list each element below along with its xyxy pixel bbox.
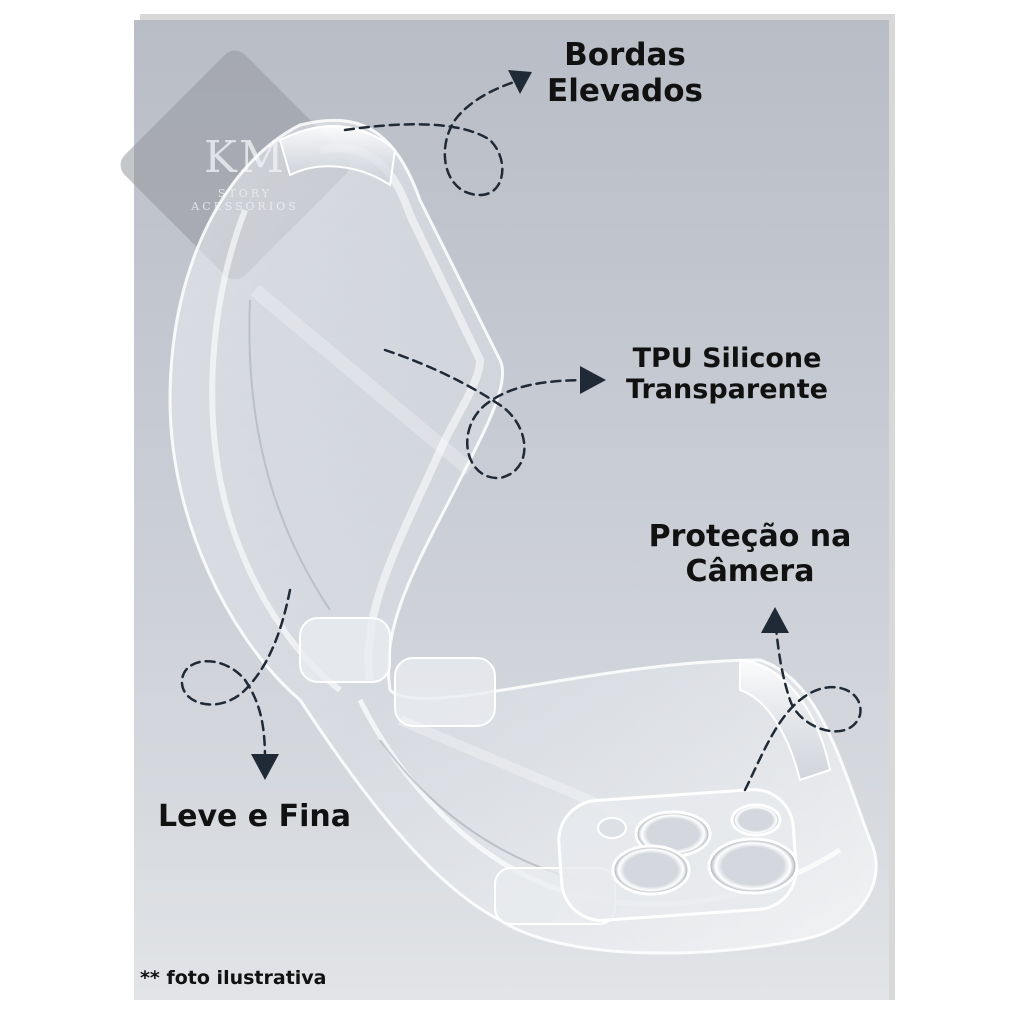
camera-callout-line: [743, 618, 862, 792]
camera-lens-ring: [611, 844, 691, 896]
leve-arrowhead-icon: [251, 754, 279, 780]
flash-ring: [730, 803, 782, 837]
bordas-line-1: Bordas: [564, 37, 686, 73]
power-button-cover: [394, 657, 496, 727]
leve-e-fina-label: Leve e Fina: [158, 799, 351, 834]
tpu-line-2: Transparente: [626, 374, 828, 406]
bordas-arrowhead-icon: [508, 70, 532, 94]
bordas-line-2: Elevados: [547, 72, 703, 109]
volume-button-cover: [299, 617, 391, 683]
camera-protection-label: Proteção na Câmera: [632, 519, 868, 589]
illustrative-photo-footnote: ** foto ilustrativa: [140, 967, 327, 989]
camera-arrowhead-icon: [761, 607, 789, 633]
camera-lens-ring: [707, 837, 799, 895]
tpu-arrowhead-icon: [580, 366, 606, 394]
tpu-silicone-label: TPU Silicone Transparente: [612, 343, 842, 405]
camera-cutout: [557, 788, 799, 922]
bordas-elevados-label: Bordas Elevados: [540, 37, 710, 109]
leve-callout-line: [180, 588, 292, 762]
tpu-callout-line: [383, 348, 592, 480]
bordas-callout-line: [343, 78, 522, 197]
camera-line-1: Proteção na: [648, 519, 852, 554]
tpu-line-1: TPU Silicone: [632, 343, 822, 374]
camera-line-2: Câmera: [685, 553, 815, 589]
